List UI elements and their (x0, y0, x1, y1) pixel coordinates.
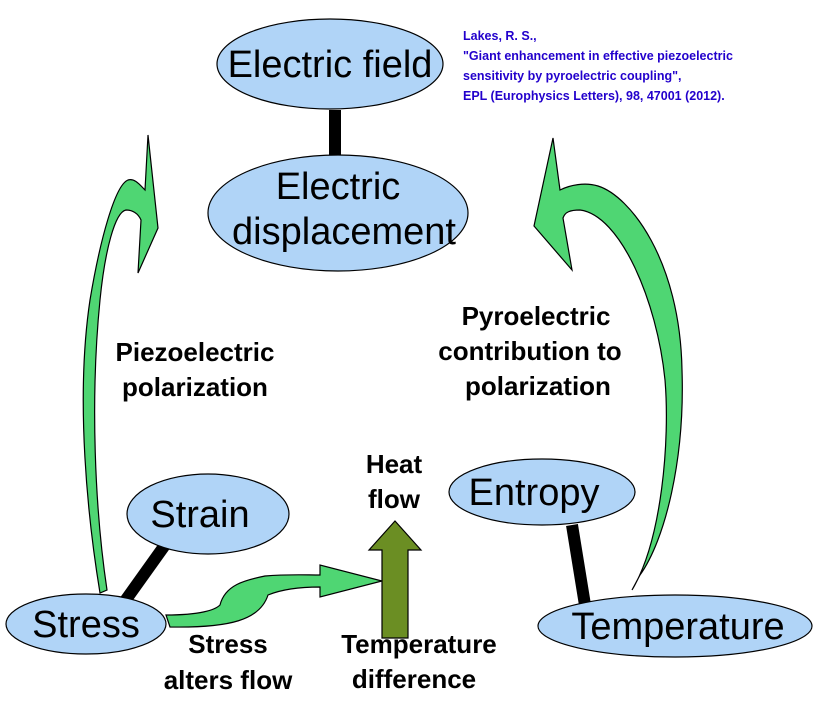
label-stress-alters-flow-line1: Stress (188, 629, 268, 659)
node-entropy-label: Entropy (469, 472, 600, 514)
label-piezoelectric-polarization: Piezoelectric polarization (116, 337, 275, 402)
label-stress-alters-flow: Stress alters flow (164, 629, 293, 695)
piezoelectric-arrow (82, 134, 159, 594)
node-electric-displacement-line1: Electric (276, 166, 401, 208)
label-pyroelectric-line1: Pyroelectric (462, 301, 611, 331)
citation: Lakes, R. S., "Giant enhancement in effe… (463, 26, 733, 106)
label-stress-alters-flow-line2: alters flow (164, 665, 293, 695)
label-temperature-difference: Temperature difference (341, 629, 497, 694)
node-electric-field-label: Electric field (228, 44, 433, 86)
citation-line-title-2: sensitivity by pyroelectric coupling", (463, 69, 682, 83)
node-temperature: Temperature (537, 594, 813, 658)
link-entropy-temperature (566, 524, 591, 606)
label-piezoelectric-line1: Piezoelectric (116, 337, 275, 367)
stress-alters-flow-arrow (165, 564, 383, 628)
citation-line-title-1: "Giant enhancement in effective piezoele… (463, 49, 733, 63)
pyroelectric-arrow (533, 137, 683, 591)
node-entropy: Entropy (448, 458, 636, 526)
citation-line-journal: EPL (Europhysics Letters), 98, 47001 (20… (463, 89, 725, 103)
node-electric-field: Electric field (216, 18, 444, 110)
node-strain-label: Strain (150, 494, 249, 536)
label-heat-flow-line2: flow (368, 484, 421, 514)
citation-line-author: Lakes, R. S., (463, 29, 537, 43)
label-pyroelectric-line3: polarization (465, 371, 611, 401)
label-heat-flow: Heat flow (366, 449, 423, 514)
label-piezoelectric-line2: polarization (122, 372, 268, 402)
node-temperature-label: Temperature (571, 606, 784, 648)
link-strain-stress (115, 541, 170, 612)
node-electric-displacement-line2: displacement (232, 211, 456, 253)
node-stress-label: Stress (32, 604, 140, 646)
label-heat-flow-line1: Heat (366, 449, 423, 479)
label-temperature-difference-line2: difference (352, 664, 476, 694)
label-pyroelectric-line2: contribution to (438, 336, 621, 366)
node-stress: Stress (5, 593, 167, 655)
heat-flow-arrow (367, 520, 423, 639)
label-temperature-difference-line1: Temperature (341, 629, 497, 659)
label-pyroelectric-contribution: Pyroelectric contribution to polarizatio… (438, 301, 621, 401)
node-electric-displacement: Electric displacement (207, 154, 469, 272)
node-strain: Strain (126, 473, 290, 555)
